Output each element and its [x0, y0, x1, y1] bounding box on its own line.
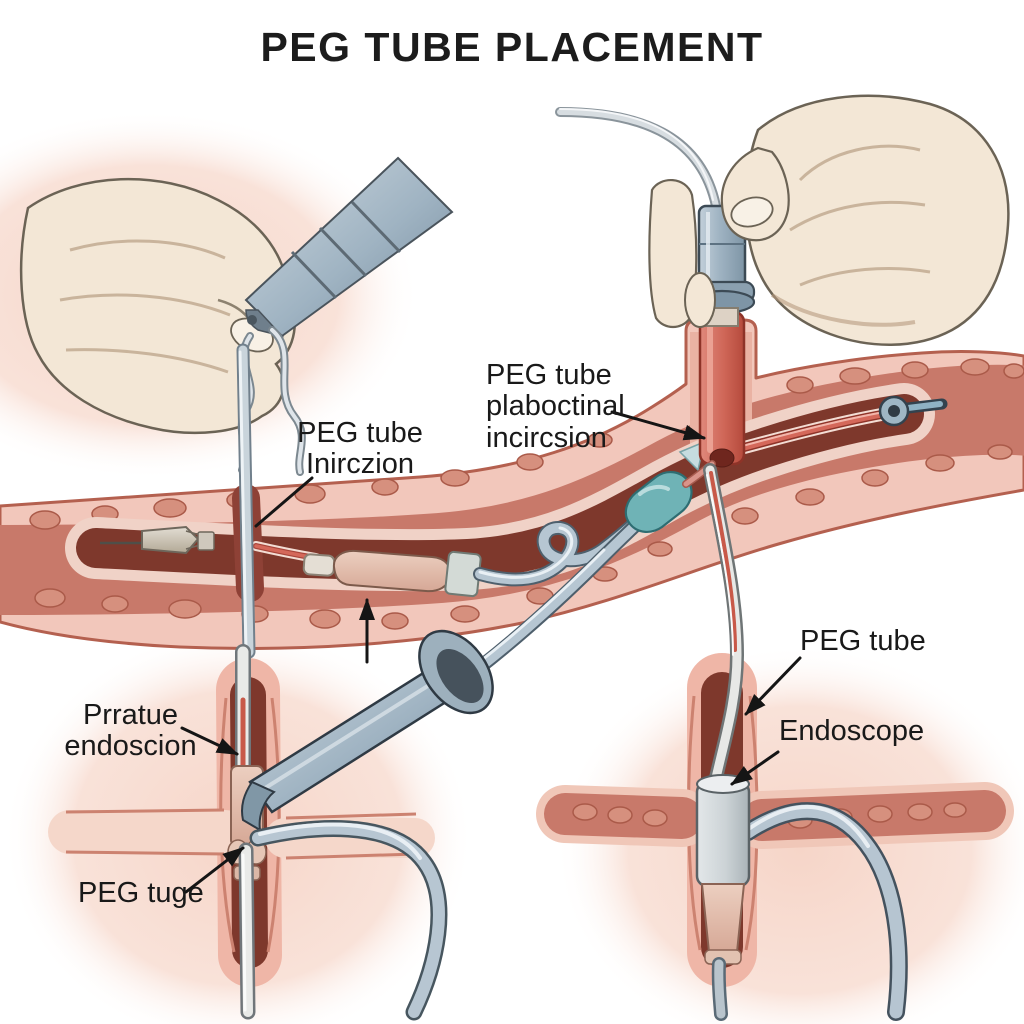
leader-peg-tube-insertion [254, 476, 314, 528]
peg-tube-lower-right [703, 463, 745, 785]
feeding-tube-top [555, 107, 721, 211]
leader-peg-tube-right [744, 656, 802, 716]
label-peg-tube-right: PEG tube [800, 625, 926, 657]
leader-prratue [180, 726, 239, 756]
leader-endoscope [730, 750, 780, 786]
leader-lines [180, 410, 802, 894]
leader-abdominal-incision [610, 410, 706, 441]
gripping-fingers [648, 146, 790, 329]
peg-tube-red [698, 310, 746, 468]
label-percutaneous-endoscopy: Prratue endoscion [64, 699, 197, 763]
leader-peg-tuge [184, 846, 245, 894]
label-peg-tube-abdominal-incision: PEG tube plaboctinal incircsion [486, 359, 625, 454]
needle-introducer [100, 525, 215, 555]
endoscope-loop-lower-left [249, 820, 448, 1021]
label-peg-tube-insertion: PEG tube Inirczion [297, 417, 423, 481]
internal-bumper-disc [878, 395, 948, 427]
internal-bumper [302, 549, 482, 598]
label-peg-tube-bottom: PEG tuge [78, 877, 204, 909]
page-title: PEG TUBE PLACEMENT [260, 24, 764, 70]
peg-tube-lower-left-distal [238, 842, 256, 1020]
upper-right-hand [744, 94, 1010, 346]
endoscope-loop-lower-right [739, 802, 908, 1021]
fingernail [730, 196, 774, 228]
label-endoscope: Endoscope [779, 715, 925, 747]
endoscope-funnel [241, 629, 494, 832]
insertion-tube [236, 343, 256, 659]
